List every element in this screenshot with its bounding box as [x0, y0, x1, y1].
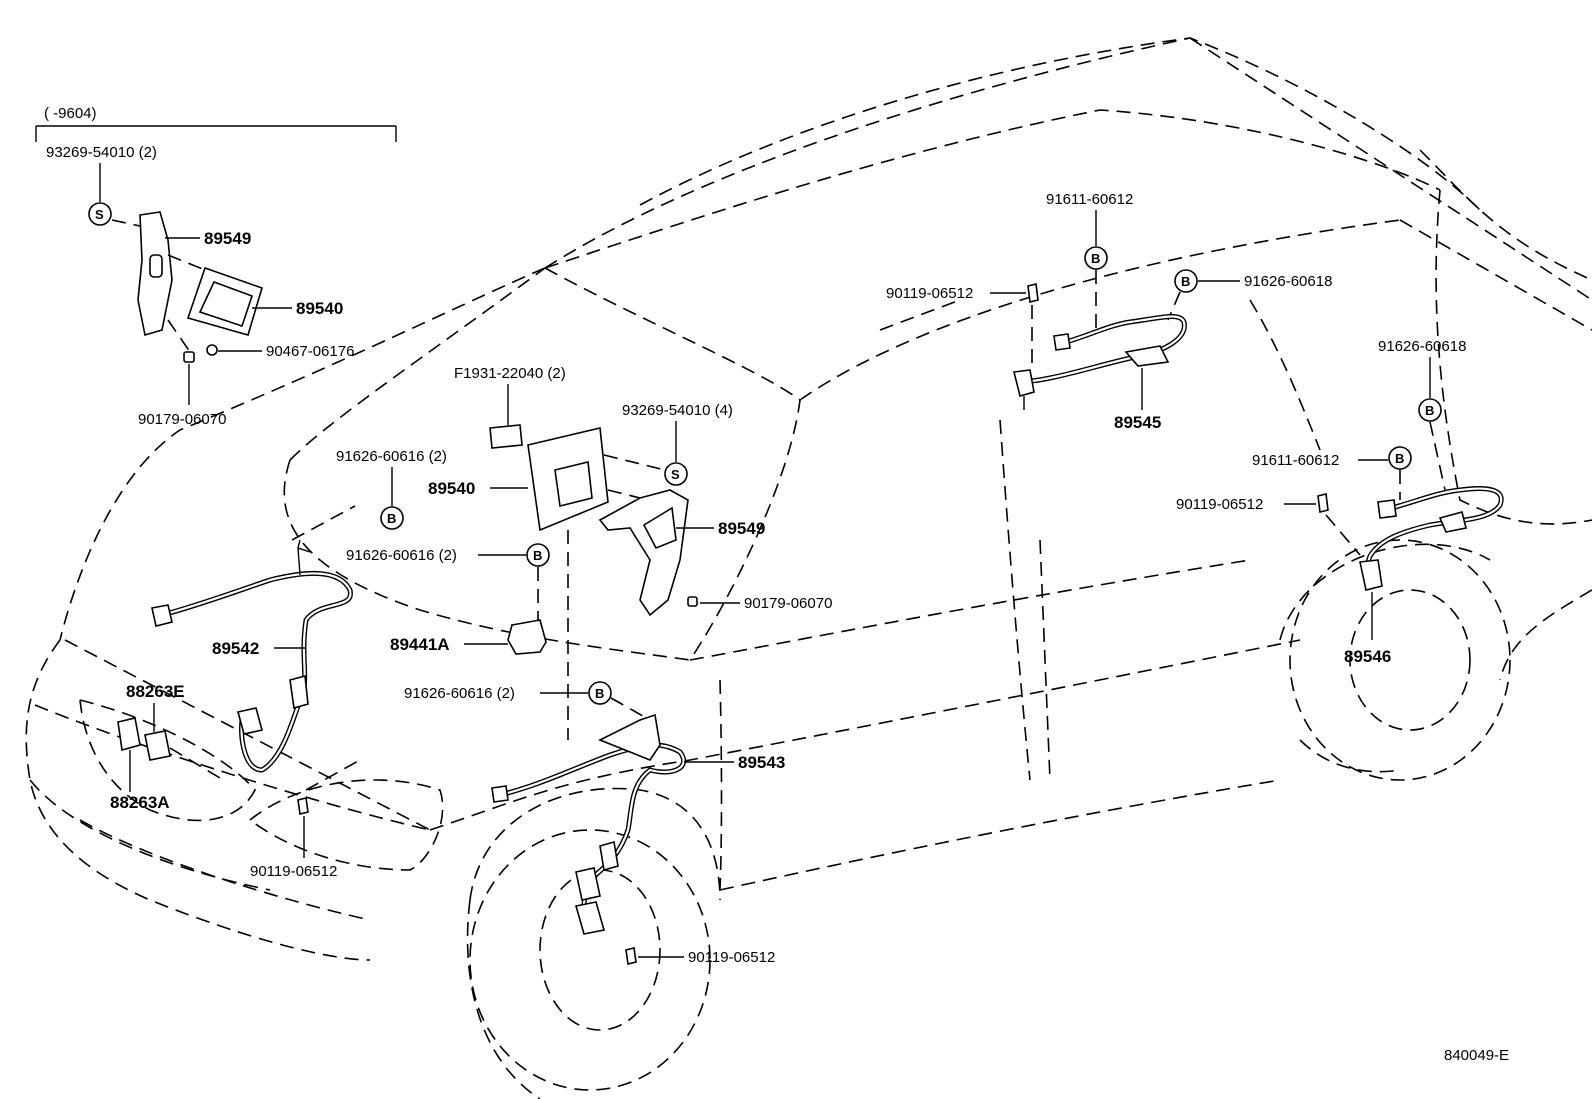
label-plate-label: F1931-22040 (2) [454, 365, 566, 382]
b-mark-text: B [1091, 251, 1100, 266]
center-ecu-group: F1931-22040 (2) 93269-54010 (4) S 89540 … [336, 365, 832, 740]
b-mark-icon [526, 543, 550, 567]
figure-code: 840049-E [1444, 1047, 1509, 1064]
yaw-sensor-label: 89441A [390, 635, 450, 654]
rear-left-sensor-group: 91611-60612 B 90119-06512 B 91626-60618 … [886, 191, 1332, 432]
rear-left-bolt-top-label: 91611-60612 [1046, 191, 1133, 208]
b-mark-text: B [1395, 451, 1404, 466]
front-left-sensor-label: 89542 [212, 639, 259, 658]
relay-a [117, 717, 141, 752]
b-mark-icon [380, 506, 404, 530]
front-left-bolt-label: 90119-06512 [250, 863, 337, 880]
front-right-bracket [598, 713, 661, 761]
rear-right-bolt-top-label: 91626-60618 [1378, 338, 1466, 355]
center-bracket-label: 89549 [718, 519, 765, 538]
front-right-bolt-label: 90119-06512 [688, 949, 775, 966]
front-right-sensor-group: 89543 90119-06512 [491, 713, 785, 966]
inset-screw-label: 90467-06176 [266, 343, 354, 360]
b-mark-icon [1418, 398, 1442, 422]
b-mark-icon [1084, 246, 1108, 270]
rear-right-sensor-label: 89546 [1344, 647, 1391, 666]
rear-right-bolt-mid-label: 91611-60612 [1252, 452, 1339, 469]
b-mark-text: B [533, 548, 542, 563]
b-mark-text: B [387, 511, 396, 526]
center-bolt-a-label: 91626-60616 (2) [336, 448, 447, 465]
s-mark-icon [88, 202, 112, 226]
inset-computer-label: 89540 [296, 299, 343, 318]
front-left-connector [151, 604, 173, 627]
inset-group: ( -9604) 93269-54010 (2) S 89549 89540 9… [35, 105, 397, 428]
b-mark-text: B [1181, 274, 1190, 289]
inset-bracket-label: 89549 [204, 229, 251, 248]
yaw-sensor [507, 619, 547, 655]
inset-range-label: ( -9604) [44, 105, 97, 122]
center-bolt-c-label: 91626-60616 (2) [404, 685, 515, 702]
rear-right-connector [1377, 499, 1397, 519]
rear-right-bolt-side-label: 90119-06512 [1176, 496, 1263, 513]
label-plate [489, 424, 523, 449]
b-mark-icon [588, 681, 612, 705]
inset-nut-label: 90179-06070 [138, 411, 226, 428]
inset-bolt-label: 93269-54010 (2) [46, 144, 157, 161]
rear-left-bolt-side-label: 90119-06512 [886, 285, 973, 302]
rear-right-sensor-group: 91626-60618 B 91611-60612 B 90119-06512 … [1176, 338, 1504, 666]
inset-bolt-mark: S [95, 207, 104, 222]
s-mark-icon [664, 462, 688, 486]
relay-a-label: 88263A [110, 793, 170, 812]
b-mark-text: B [595, 686, 604, 701]
center-nut-label: 90179-06070 [744, 595, 832, 612]
b-mark-icon [1174, 269, 1198, 293]
center-bolt-b-label: 91626-60616 (2) [346, 547, 457, 564]
relay-e [144, 730, 171, 761]
relay-e-label: 88263E [126, 682, 185, 701]
front-right-connector [491, 785, 509, 803]
center-bracket [598, 489, 689, 617]
center-bolt-label: 93269-54010 (4) [622, 402, 733, 419]
front-right-sensor-label: 89543 [738, 753, 785, 772]
rear-left-connector [1053, 333, 1071, 351]
rear-left-sensor-head [1013, 369, 1035, 397]
b-mark-icon [1388, 446, 1412, 470]
b-mark-text: B [1425, 403, 1434, 418]
vehicle-outline [25, 37, 1592, 1099]
rear-right-sensor-head [1359, 559, 1383, 591]
rear-left-sensor-label: 89545 [1114, 413, 1161, 432]
center-bolt-mark: S [671, 467, 680, 482]
rear-left-bolt-right-label: 91626-60618 [1244, 273, 1332, 290]
front-left-sensor-group: 89542 88263E 88263A 90119-06512 [110, 505, 361, 880]
center-computer-label: 89540 [428, 479, 475, 498]
